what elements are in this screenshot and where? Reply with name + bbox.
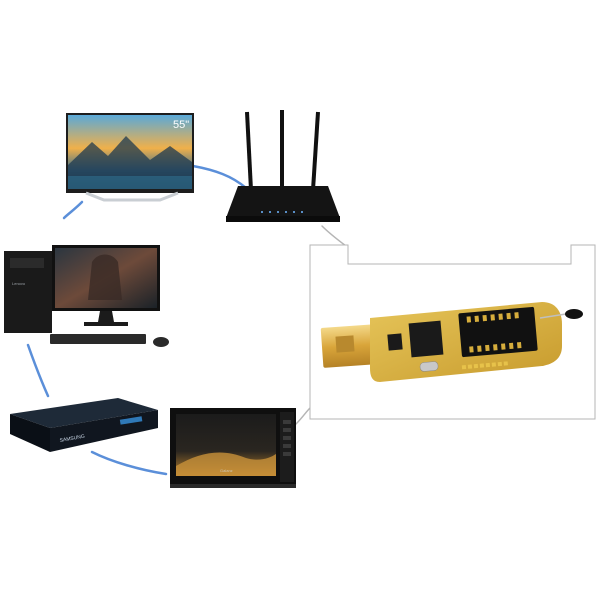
socket-lever xyxy=(539,313,567,319)
dvd-player: SAMSUNG xyxy=(10,398,158,452)
line-dvd-microwave xyxy=(90,450,168,476)
pc-screen-figure xyxy=(88,254,122,300)
small-chip xyxy=(387,333,403,351)
microwave-window-glow xyxy=(176,452,276,476)
socket-lever-knob xyxy=(565,309,583,319)
router-base xyxy=(226,216,340,222)
dvd-display xyxy=(119,416,143,425)
pc-brand-label: Lenovo xyxy=(12,281,26,286)
usb-programmer xyxy=(320,302,583,382)
pc-keyboard xyxy=(50,334,146,344)
router-status-leds xyxy=(261,211,303,213)
router-antenna-right xyxy=(311,111,320,191)
router-antenna-left xyxy=(245,111,253,191)
wifi-router xyxy=(226,110,340,222)
pc-tower-bay xyxy=(10,258,44,268)
pc-mouse xyxy=(153,337,169,347)
main-chip xyxy=(408,320,444,358)
header-pins xyxy=(461,361,508,370)
microwave-brand-label: Galanz xyxy=(220,468,233,473)
dvd-top xyxy=(10,398,158,428)
line-router-frame xyxy=(321,225,347,247)
pc-monitor-foot xyxy=(84,322,128,326)
tv-mountains xyxy=(68,136,192,189)
pc-monitor-stand xyxy=(98,311,114,322)
crystal-oscillator xyxy=(419,361,439,372)
microwave-oven: Galanz xyxy=(170,408,296,488)
line-pc-dvd xyxy=(26,343,50,398)
television: 55" xyxy=(66,113,194,202)
tv-water-reflection xyxy=(68,176,192,189)
dvd-brand-label: SAMSUNG xyxy=(59,434,85,444)
tv-stand xyxy=(85,191,179,202)
line-tv-router xyxy=(191,164,248,190)
dvd-side xyxy=(10,414,50,452)
desktop-computer: Lenovo xyxy=(4,245,169,347)
line-tv-left xyxy=(62,200,84,220)
line-microwave-frame xyxy=(295,407,311,425)
microwave-buttons xyxy=(283,420,291,456)
tv-size-label: 55" xyxy=(173,119,189,131)
zif-socket-pins xyxy=(466,312,522,353)
router-body xyxy=(226,186,340,218)
connection-lines xyxy=(26,164,347,476)
usb-plug-slot xyxy=(335,335,355,353)
microwave-base xyxy=(170,484,296,488)
